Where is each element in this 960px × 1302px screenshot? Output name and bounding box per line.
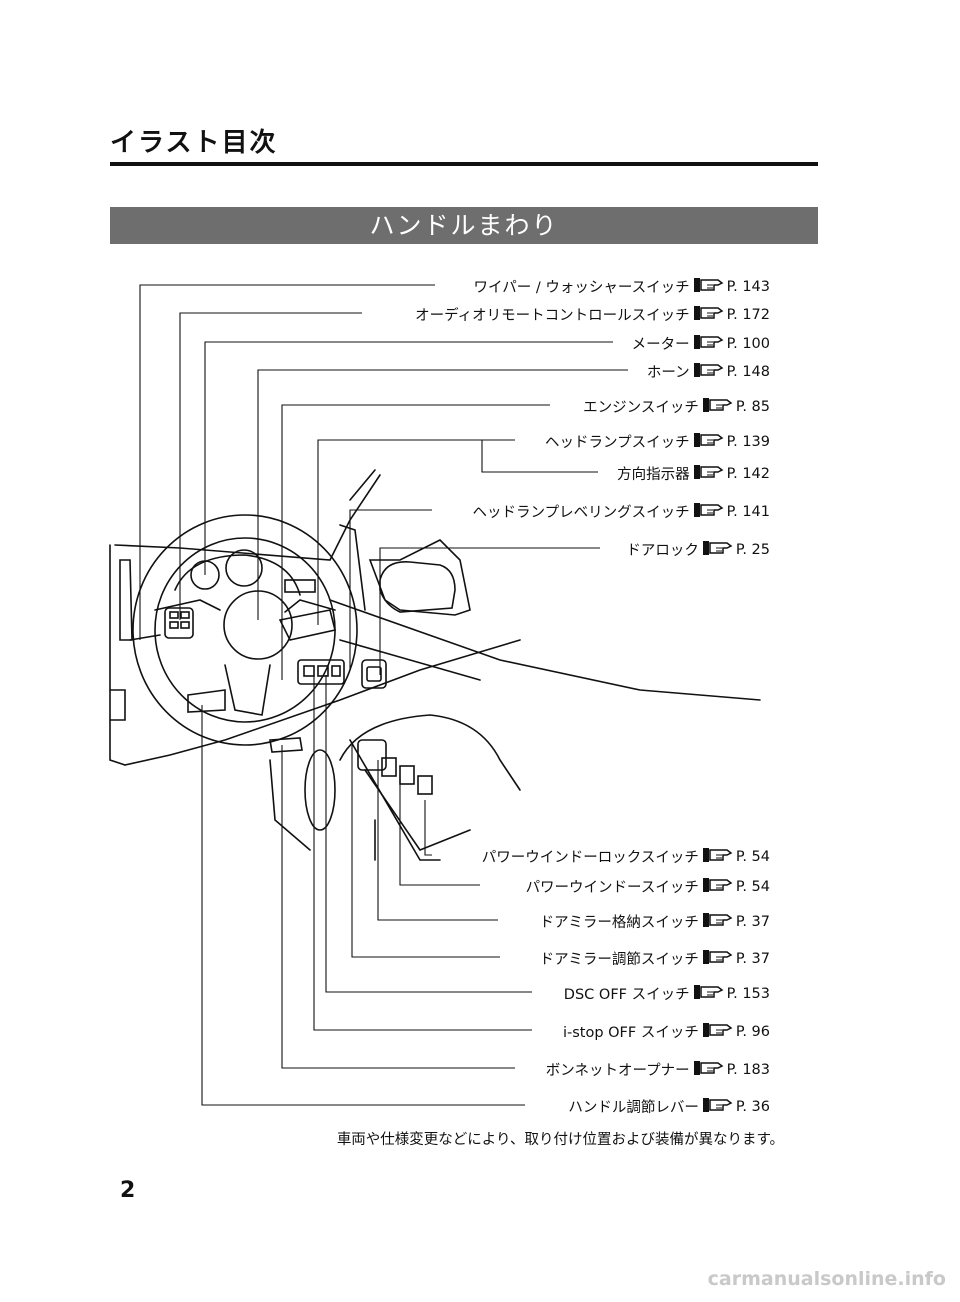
header-divider (110, 162, 818, 166)
pointing-hand-icon (693, 984, 724, 1004)
callout-mirror-adjust[interactable]: ドアミラー調節スイッチ P. 37 (540, 948, 770, 969)
footnote: 車両や仕様変更などにより、取り付け位置および装備が異なります。 (336, 1132, 784, 1148)
callout-meter[interactable]: メーター P. 100 (632, 333, 770, 354)
callout-label: ヘッドランプレベリングスイッチ (472, 505, 690, 521)
callout-label: i-stop OFF スイッチ (562, 1025, 699, 1041)
pointing-hand-icon (693, 362, 724, 382)
pointing-hand-icon (693, 1060, 724, 1080)
callout-label: オーディオリモートコントロールスイッチ (415, 308, 690, 324)
pointing-hand-icon (693, 464, 724, 484)
callout-istop-off[interactable]: i-stop OFF スイッチ P. 96 (563, 1021, 770, 1042)
callout-page: P. 25 (735, 541, 770, 558)
callout-page: P. 37 (735, 913, 770, 930)
watermark: carmanualsonline.info (707, 1268, 946, 1290)
callout-dsc-off[interactable]: DSC OFF スイッチ P. 153 (564, 983, 770, 1004)
callout-turn-signal[interactable]: 方向指示器 P. 142 (617, 463, 770, 484)
callout-label: ヘッドランプスイッチ (545, 435, 690, 451)
page-number: 2 (120, 1178, 136, 1203)
callout-horn[interactable]: ホーン P. 148 (647, 361, 770, 382)
callout-label: エンジンスイッチ (583, 400, 699, 416)
callout-engine-switch[interactable]: エンジンスイッチ P. 85 (583, 396, 770, 417)
callout-page: P. 183 (726, 1061, 770, 1078)
callout-label: 方向指示器 (617, 467, 690, 483)
callout-page: P. 141 (726, 503, 770, 520)
callout-label: ボンネットオープナー (545, 1063, 690, 1079)
callout-page: P. 96 (735, 1023, 770, 1040)
callout-page: P. 153 (726, 985, 770, 1002)
pointing-hand-icon (693, 277, 724, 297)
section-banner: ハンドルまわり (110, 207, 818, 244)
callout-page: P. 100 (726, 335, 770, 352)
pointing-hand-icon (693, 334, 724, 354)
callout-label: ドアミラー調節スイッチ (539, 952, 699, 968)
pointing-hand-icon (702, 877, 733, 897)
callout-label: メーター (631, 337, 690, 353)
callout-page: P. 85 (735, 398, 770, 415)
callout-label: ドアロック (626, 543, 699, 559)
callout-page: P. 54 (735, 848, 770, 865)
pointing-hand-icon (702, 847, 733, 867)
callout-power-window[interactable]: パワーウインドースイッチ P. 54 (526, 876, 770, 897)
callout-wiper[interactable]: ワイパー / ウォッシャースイッチ P. 143 (474, 276, 770, 297)
pointing-hand-icon (693, 432, 724, 452)
pointing-hand-icon (702, 1097, 733, 1117)
callout-label: ワイパー / ウォッシャースイッチ (473, 280, 690, 296)
callout-label: ハンドル調節レバー (568, 1100, 699, 1116)
callout-power-window-lock[interactable]: パワーウインドーロックスイッチ P. 54 (482, 846, 770, 867)
callout-headlamp-leveling[interactable]: ヘッドランプレベリングスイッチ P. 141 (473, 501, 770, 522)
callout-label: DSC OFF スイッチ (563, 987, 690, 1003)
pointing-hand-icon (702, 540, 733, 560)
callout-handle-lever[interactable]: ハンドル調節レバー P. 36 (568, 1096, 770, 1117)
callout-audio-remote[interactable]: オーディオリモートコントロールスイッチ P. 172 (415, 304, 770, 325)
callout-page: P. 142 (726, 465, 770, 482)
callout-mirror-fold[interactable]: ドアミラー格納スイッチ P. 37 (540, 911, 770, 932)
pointing-hand-icon (702, 912, 733, 932)
page-title: イラスト目次 (110, 128, 278, 158)
pointing-hand-icon (702, 1022, 733, 1042)
callout-door-lock[interactable]: ドアロック P. 25 (626, 539, 770, 560)
callout-page: P. 148 (726, 363, 770, 380)
callout-page: P. 139 (726, 433, 770, 450)
pointing-hand-icon (693, 502, 724, 522)
callout-page: P. 172 (726, 306, 770, 323)
callout-bonnet-opener[interactable]: ボンネットオープナー P. 183 (546, 1059, 770, 1080)
callout-page: P. 143 (726, 278, 770, 295)
callout-label: パワーウインドーロックスイッチ (481, 850, 699, 866)
callout-label: パワーウインドースイッチ (525, 880, 699, 896)
pointing-hand-icon (693, 305, 724, 325)
pointing-hand-icon (702, 397, 733, 417)
callout-label: ドアミラー格納スイッチ (539, 915, 699, 931)
callout-label: ホーン (646, 365, 690, 381)
callout-page: P. 37 (735, 950, 770, 967)
callout-page: P. 54 (735, 878, 770, 895)
callout-headlamp-switch[interactable]: ヘッドランプスイッチ P. 139 (545, 431, 770, 452)
pointing-hand-icon (702, 949, 733, 969)
callout-page: P. 36 (735, 1098, 770, 1115)
